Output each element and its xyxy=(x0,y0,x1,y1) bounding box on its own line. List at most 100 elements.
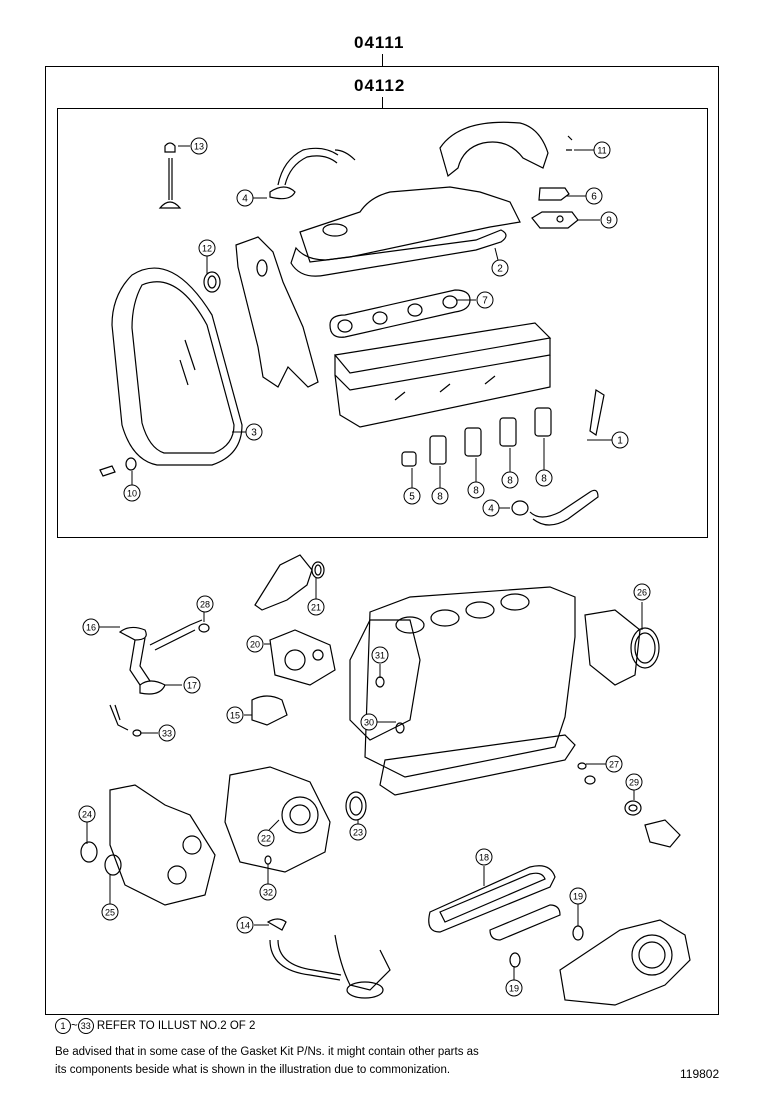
callout-number: 20 xyxy=(250,640,260,650)
callout-number: 21 xyxy=(311,603,321,613)
oil-strainer xyxy=(266,918,391,999)
callout-number: 30 xyxy=(364,718,374,728)
callout-circle xyxy=(585,187,603,205)
callout-number: 18 xyxy=(479,853,489,863)
timing-cover-gasket xyxy=(111,267,243,466)
callout-number: 12 xyxy=(202,244,212,254)
exhaust-manifold-gasket xyxy=(329,289,471,338)
callout-c10: 10 xyxy=(123,484,141,502)
callout-circle xyxy=(101,903,119,921)
callout-circle xyxy=(158,724,176,742)
intake-pipe xyxy=(439,121,573,178)
small-part-1 xyxy=(589,389,605,436)
callout-c9: 9 xyxy=(600,211,618,229)
callout-c24: 24 xyxy=(78,805,96,823)
callout-number: 33 xyxy=(162,729,172,739)
inner-kit-frame xyxy=(57,108,708,538)
callout-circle xyxy=(236,189,254,207)
callout-number: 15 xyxy=(230,711,240,721)
callout-circle xyxy=(505,979,523,997)
callout-c13: 13 xyxy=(190,137,208,155)
callout-c21: 21 xyxy=(307,598,325,616)
callout-circle xyxy=(245,423,263,441)
seal-23 xyxy=(345,791,367,821)
callout-c19a: 19 xyxy=(569,887,587,905)
callout-c12: 12 xyxy=(198,239,216,257)
callout-c29: 29 xyxy=(625,773,643,791)
callout-number: 8 xyxy=(541,474,547,485)
callout-number: 29 xyxy=(629,778,639,788)
cylinder-block xyxy=(349,586,576,796)
callout-circle xyxy=(349,823,367,841)
callout-c25: 25 xyxy=(101,903,119,921)
callout-number: 1 xyxy=(617,436,623,447)
callout-c18: 18 xyxy=(475,848,493,866)
rear-oil-seal-retainer xyxy=(584,609,660,686)
oil-pipe-16-17 xyxy=(118,619,203,695)
bracket-33 xyxy=(109,704,142,737)
callout-c11: 11 xyxy=(593,141,611,159)
bracket-right xyxy=(644,819,681,848)
callout-circle xyxy=(501,471,519,489)
callout-number: 13 xyxy=(194,142,204,152)
disclaimer-line-2: its components beside what is shown in t… xyxy=(55,1064,451,1076)
oil-pump-cover xyxy=(80,784,216,906)
callout-circle xyxy=(246,635,264,653)
callout-number: 8 xyxy=(507,476,513,487)
callout-number: 19 xyxy=(509,984,519,994)
callout-c3: 3 xyxy=(245,423,263,441)
callout-c27: 27 xyxy=(605,755,623,773)
inner-code-leader xyxy=(382,97,383,108)
callout-c8c: 8 xyxy=(501,471,519,489)
callout-c31: 31 xyxy=(371,646,389,664)
oil-tube-top xyxy=(269,147,356,200)
gasket-9 xyxy=(531,211,579,229)
callout-number: 19 xyxy=(573,892,583,902)
callout-c20: 20 xyxy=(246,635,264,653)
callout-c26: 26 xyxy=(633,583,651,601)
timing-case-plate xyxy=(235,236,319,388)
callout-number: 27 xyxy=(609,760,619,770)
callout-c15: 15 xyxy=(226,706,244,724)
callout-c2: 2 xyxy=(491,259,509,277)
callout-c17: 17 xyxy=(183,676,201,694)
callout-circle xyxy=(236,916,254,934)
callout-c7: 7 xyxy=(476,291,494,309)
callout-number: 32 xyxy=(263,888,273,898)
callout-c8a: 8 xyxy=(431,487,449,505)
callout-number: 2 xyxy=(497,264,503,275)
callout-circle xyxy=(600,211,618,229)
callout-number: 24 xyxy=(82,810,92,820)
callout-c8d: 8 xyxy=(535,469,553,487)
callout-number: 26 xyxy=(637,588,647,598)
callout-circle xyxy=(611,431,629,449)
outer-kit-frame xyxy=(45,66,719,1015)
callout-circle xyxy=(467,481,485,499)
callout-number: 11 xyxy=(597,146,606,156)
port-gaskets xyxy=(401,407,552,467)
outer-kit-code: 04111 xyxy=(354,33,405,52)
inner-kit-code: 04112 xyxy=(354,76,406,95)
small-seal-10 xyxy=(99,457,137,477)
callout-circle xyxy=(360,713,378,731)
callout-circle xyxy=(633,583,651,601)
callout-circle xyxy=(476,291,494,309)
callout-number: 4 xyxy=(242,194,248,205)
callout-circle xyxy=(605,755,623,773)
callout-circle xyxy=(569,887,587,905)
callout-circle xyxy=(226,706,244,724)
seal-28 xyxy=(198,623,210,633)
cylinder-head-cover xyxy=(290,186,521,277)
callout-circle xyxy=(82,618,100,636)
illustration-id: 119802 xyxy=(680,1067,720,1081)
callout-number: 28 xyxy=(200,600,210,610)
callout-number: 9 xyxy=(606,216,612,227)
callout-number: 3 xyxy=(251,428,257,439)
callout-circle xyxy=(78,805,96,823)
gasket-6 xyxy=(538,187,570,201)
oil-filter-bracket xyxy=(559,919,691,1006)
seal-part-12 xyxy=(203,271,221,293)
callout-number: 25 xyxy=(105,908,115,918)
callout-circle xyxy=(123,484,141,502)
